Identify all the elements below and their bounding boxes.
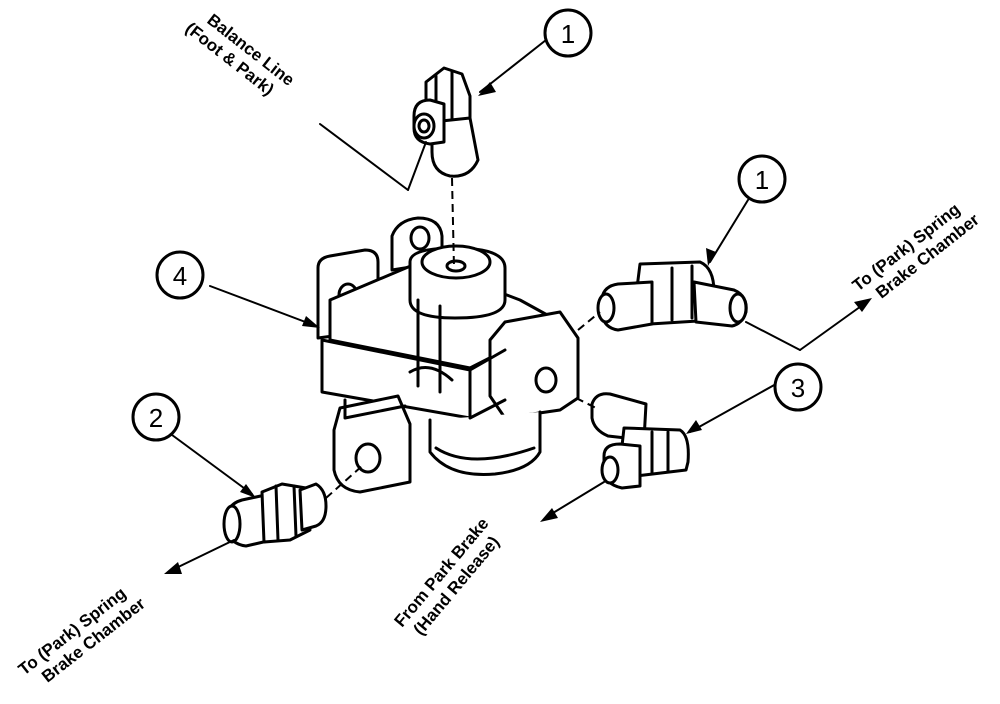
lower-right-elbow-fitting bbox=[590, 392, 690, 490]
from-park-label: From Park Brake (Hand Release) bbox=[391, 514, 504, 639]
callout-4-number: 4 bbox=[173, 261, 187, 291]
leader-lines bbox=[164, 39, 872, 574]
callout-1-right: 1 bbox=[737, 154, 787, 204]
callout-3-number: 3 bbox=[791, 373, 805, 403]
valve-body bbox=[316, 216, 580, 494]
right-centerline bbox=[577, 311, 601, 331]
callout-1-right-number: 1 bbox=[755, 165, 769, 195]
callout-2: 2 bbox=[131, 392, 181, 442]
callout-3: 3 bbox=[773, 362, 823, 412]
lower-right-centerline bbox=[575, 397, 597, 409]
top-centerline bbox=[451, 177, 455, 269]
to-park-right-label: To (Park) Spring Brake Chamber bbox=[849, 200, 983, 303]
left-straight-fitting bbox=[222, 482, 328, 548]
balance-line-label: Balance Line (Foot & Park) bbox=[182, 10, 298, 99]
callout-2-number: 2 bbox=[149, 403, 163, 433]
top-elbow-fitting bbox=[412, 66, 480, 178]
right-elbow-fitting bbox=[596, 260, 748, 332]
callout-1-top: 1 bbox=[543, 8, 593, 58]
left-centerline bbox=[325, 465, 363, 499]
callout-4: 4 bbox=[155, 250, 205, 300]
to-park-left-label: To (Park) Spring Brake Chamber bbox=[15, 584, 149, 687]
callout-1-top-number: 1 bbox=[561, 19, 575, 49]
